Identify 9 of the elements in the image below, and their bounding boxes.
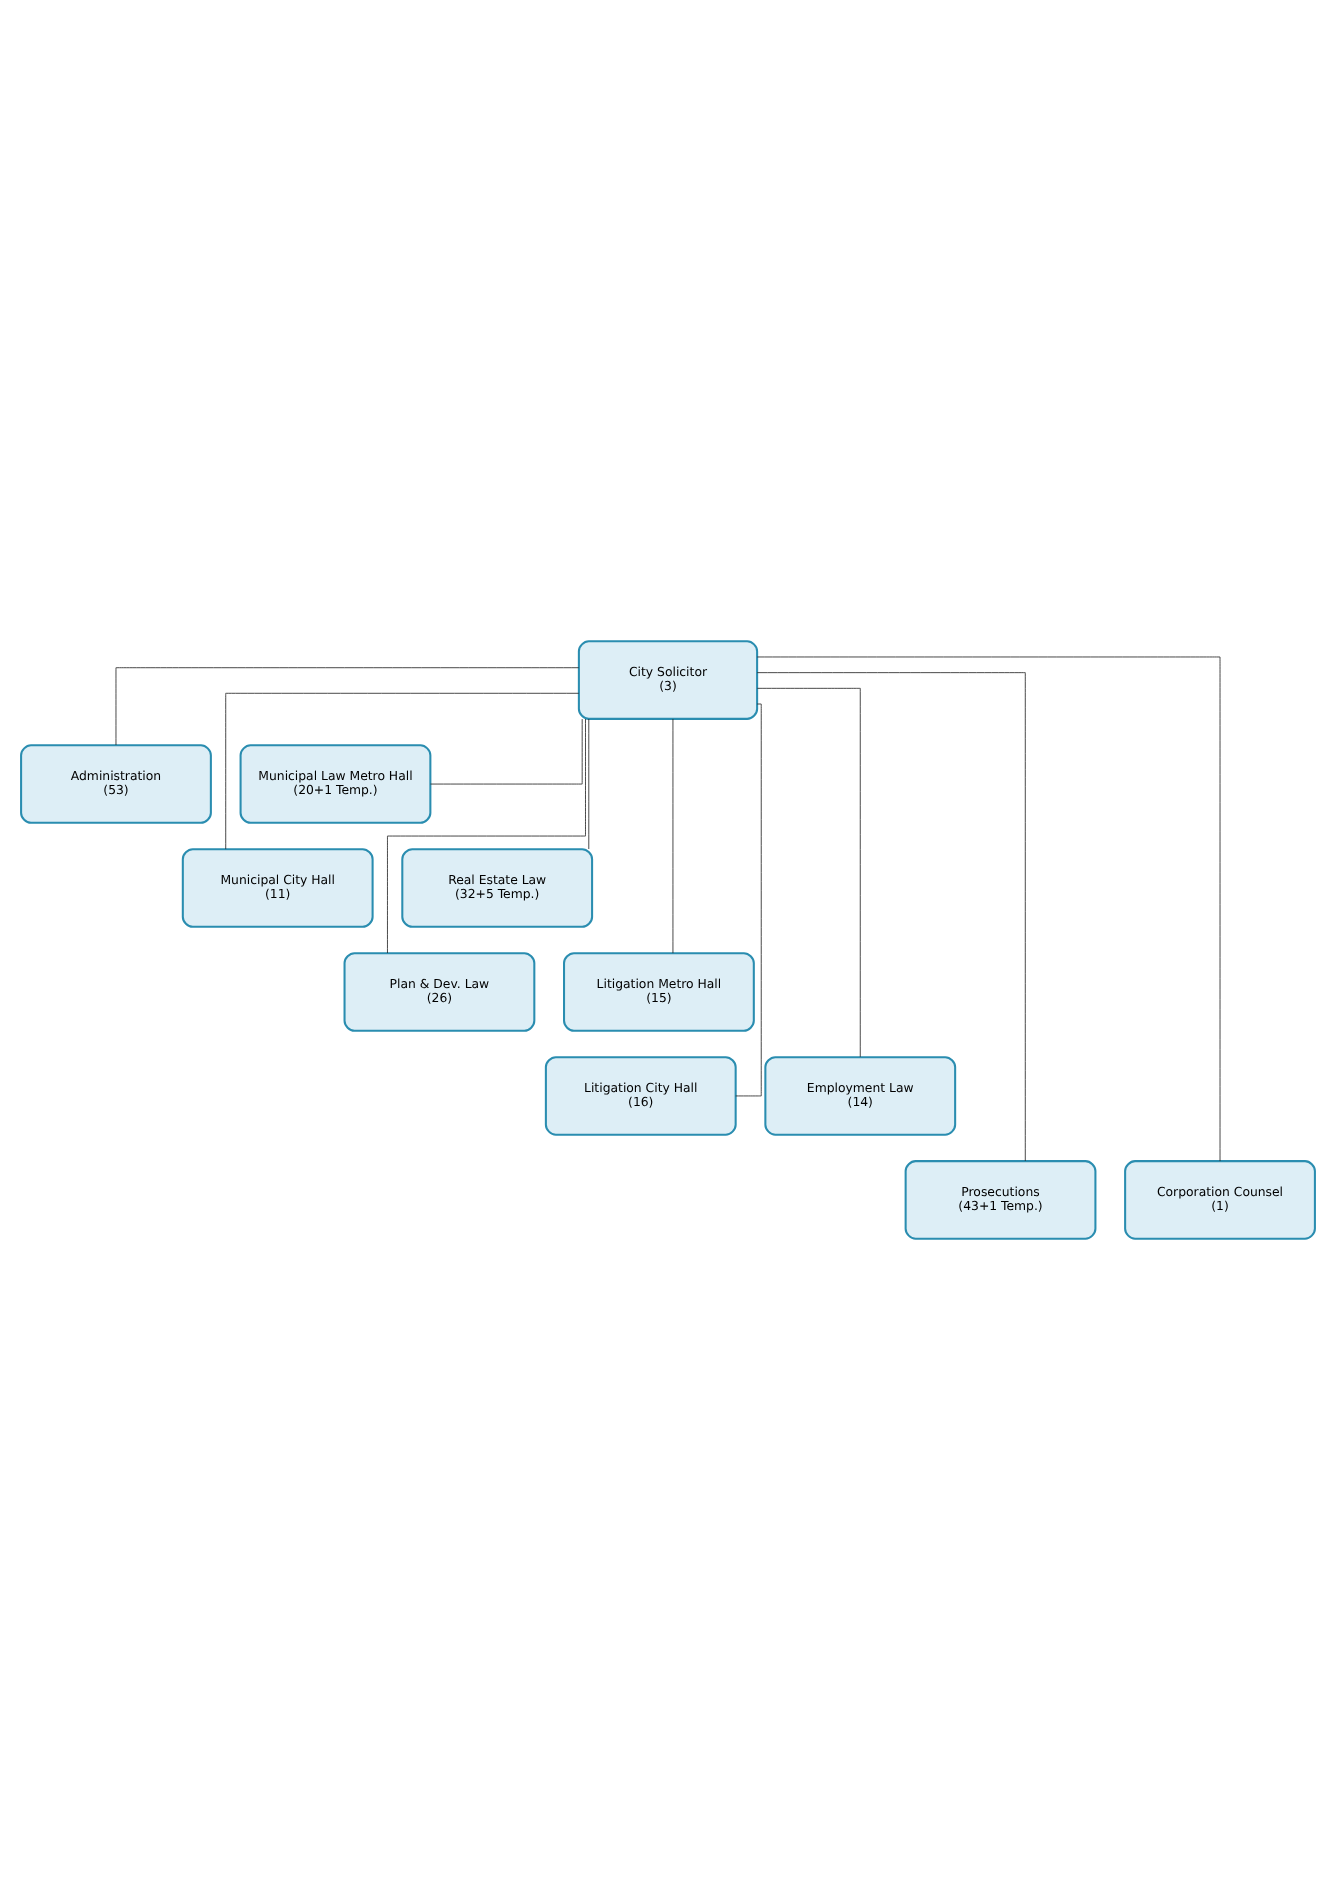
connector	[588, 718, 590, 850]
connector	[756, 672, 1026, 1162]
connector	[756, 656, 1221, 1162]
connector	[735, 703, 762, 1097]
connector	[115, 667, 580, 746]
connector	[225, 692, 580, 850]
connector	[672, 718, 674, 954]
connector	[387, 718, 586, 954]
connector	[756, 687, 861, 1058]
